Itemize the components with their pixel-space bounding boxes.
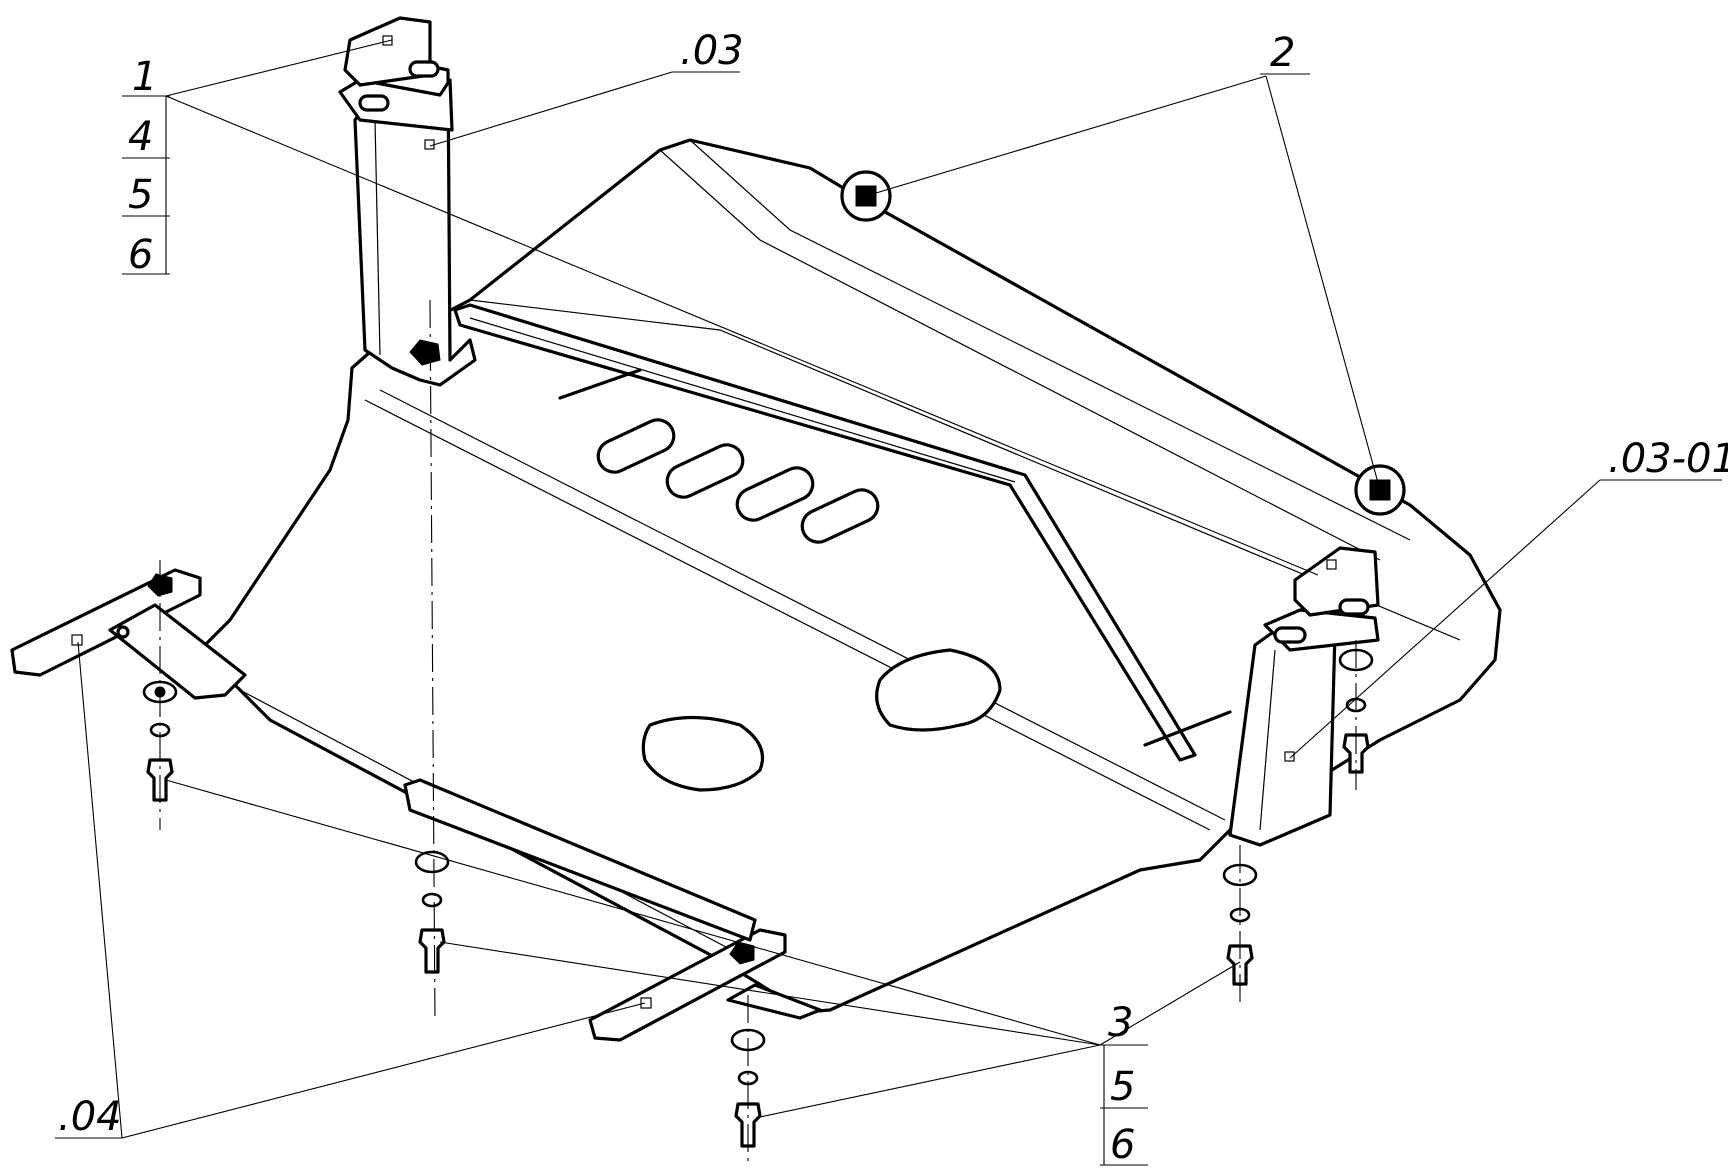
- label-6b: 6: [1110, 1122, 1135, 1168]
- cross-strut: [453, 303, 1197, 762]
- slot-ribs: [558, 368, 1232, 747]
- label-5: 5: [128, 172, 153, 218]
- front-strip-mid: [403, 778, 822, 1042]
- label-03: .03: [680, 28, 744, 74]
- leaders: [55, 39, 1722, 1166]
- label-5b: 5: [1110, 1064, 1135, 1110]
- label-1: 1: [132, 54, 157, 100]
- labels: 1 4 5 6 .03 2 .03-01 .04 3 5 6: [58, 28, 1728, 1168]
- label-2: 2: [1270, 30, 1295, 76]
- bracket-right: [1228, 546, 1380, 847]
- label-03-01: .03-01: [1608, 436, 1728, 482]
- front-strip-left: [10, 568, 247, 700]
- hardware-mid-left: [414, 850, 450, 974]
- label-4: 4: [128, 114, 153, 160]
- center-lines: [159, 299, 1357, 1165]
- vent-slots: [596, 418, 880, 544]
- label-6: 6: [128, 232, 153, 278]
- drain-holes: [641, 648, 1002, 792]
- label-04: .04: [58, 1094, 122, 1140]
- hardware-right: [1222, 863, 1258, 986]
- label-3: 3: [1108, 1000, 1133, 1046]
